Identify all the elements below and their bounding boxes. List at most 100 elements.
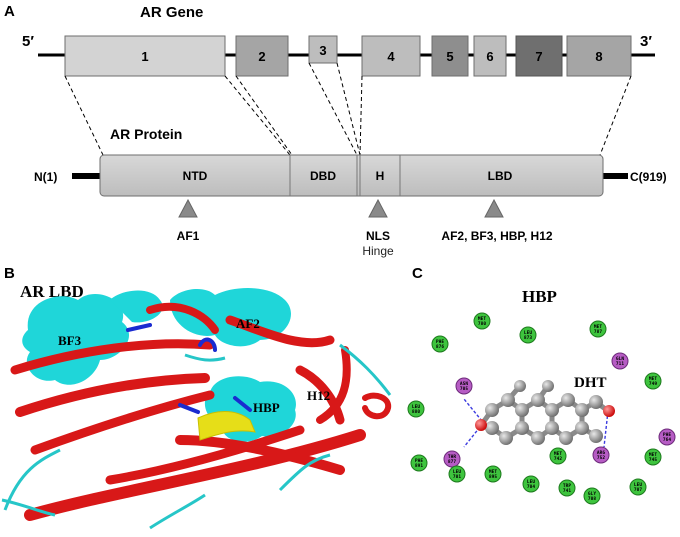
exon-6-label: 6 [486,49,493,64]
exon-5-label: 5 [446,49,453,64]
hbp-label: HBP [253,400,280,415]
exon-7-label: 7 [535,49,542,64]
c-terminus-label: C(919) [630,170,667,184]
panel-a: A AR Gene 5′ 3′ 1 2 3 4 5 6 7 8 [4,3,667,258]
svg-text:701: 701 [453,474,461,480]
residue-marker: PHE 876 [431,335,449,353]
exon-6 [473,35,507,77]
three-prime-label: 3′ [640,33,652,50]
svg-text:752: 752 [597,455,605,461]
exon-4 [361,35,421,77]
svg-text:764: 764 [663,437,671,443]
protein-blue-segments [126,323,252,414]
svg-text:711: 711 [616,361,624,367]
exon-1-label: 1 [141,49,148,64]
hinge-label: Hinge [362,244,394,258]
svg-text:MET: MET [489,469,497,475]
h12-label: H12 [307,388,330,403]
hbond-lines [463,398,609,448]
lbd-sites-label: AF2, BF3, HBP, H12 [441,229,552,243]
svg-text:880: 880 [412,409,420,415]
svg-text:LEU: LEU [527,479,535,485]
svg-text:891: 891 [415,463,423,469]
svg-text:MET: MET [649,452,657,458]
residue-marker: MET 749 [644,372,662,390]
residue-marker: GLY 708 [583,487,601,505]
svg-text:742: 742 [554,456,562,462]
residue-marker: MET 780 [473,312,491,330]
svg-text:877: 877 [448,459,456,465]
protein-helices [10,302,392,521]
bf3-surface-lobe [110,290,163,323]
nls-label: NLS [366,229,390,243]
dht-label: DHT [574,375,607,391]
panel-c-label: C [412,265,423,282]
svg-text:873: 873 [524,335,532,341]
panel-b-label: B [4,265,15,282]
residue-markers: MET 780 LEU 873 MET 787 PHE 876 GLN [407,312,676,505]
svg-text:ASN: ASN [460,381,468,387]
exon-domain-mapping-lines [64,62,632,156]
svg-text:749: 749 [649,381,657,387]
svg-text:TRP: TRP [563,483,571,489]
residue-marker: GLN 711 [611,352,629,370]
svg-text:745: 745 [649,457,657,463]
svg-text:LEU: LEU [524,330,532,336]
residue-marker: ARG 752 [592,446,610,464]
exon-8-label: 8 [595,49,602,64]
exon-8 [566,35,632,77]
exon-2-label: 2 [258,49,265,64]
svg-text:THR: THR [448,454,456,460]
exon-4-label: 4 [387,49,395,64]
residue-marker: MET 787 [589,320,607,338]
svg-text:704: 704 [527,484,535,490]
residue-marker: LEU 704 [522,475,540,493]
domain-lbd-label: LBD [488,169,513,183]
nls-marker-icon [368,198,388,218]
svg-text:MET: MET [594,324,602,330]
svg-text:ARG: ARG [597,450,605,456]
protein-bar [99,154,604,197]
exon-3 [308,35,338,64]
svg-text:PHE: PHE [415,458,423,464]
svg-text:MET: MET [649,376,657,382]
svg-text:GLY: GLY [588,491,596,497]
svg-text:787: 787 [594,329,602,335]
exon-5 [431,35,469,77]
domain-ntd-label: NTD [183,169,208,183]
svg-text:MET: MET [478,316,486,322]
af1-label: AF1 [177,229,200,243]
svg-text:741: 741 [563,488,571,494]
svg-text:LEU: LEU [634,482,642,488]
panel-c: C HBP [407,265,676,505]
lbd-structure-title: AR LBD [20,282,84,301]
domain-hinge-label: H [376,169,385,183]
residue-marker: MET 742 [549,447,567,465]
residue-marker: MET 745 [644,448,662,466]
domain-dbd-label: DBD [310,169,336,183]
hbp-panel-title: HBP [522,287,557,306]
af2-label: AF2 [236,316,260,331]
exon-1 [64,35,226,77]
residue-marker: PHE 764 [658,428,676,446]
exon-3-label: 3 [319,43,326,58]
residue-marker: LEU 873 [519,326,537,344]
n-terminus-label: N(1) [34,170,57,184]
residue-marker: TRP 741 [558,479,576,497]
protein-title: AR Protein [110,126,182,142]
five-prime-label: 5′ [22,33,34,50]
svg-text:GLN: GLN [616,356,624,362]
svg-text:707: 707 [634,487,642,493]
svg-text:780: 780 [478,321,486,327]
af1-marker-icon [178,198,198,218]
oxygen-atom [475,419,487,431]
residue-marker: THR 877 [443,450,461,468]
residue-marker: MET 895 [484,465,502,483]
beta-sheet [197,411,256,441]
residue-marker: LEU 880 [407,400,425,418]
panel-a-label: A [4,3,15,20]
svg-text:PHE: PHE [436,339,444,345]
oxygen-atom [603,405,615,417]
svg-text:PHE: PHE [663,432,671,438]
residue-marker: LEU 701 [448,465,466,483]
